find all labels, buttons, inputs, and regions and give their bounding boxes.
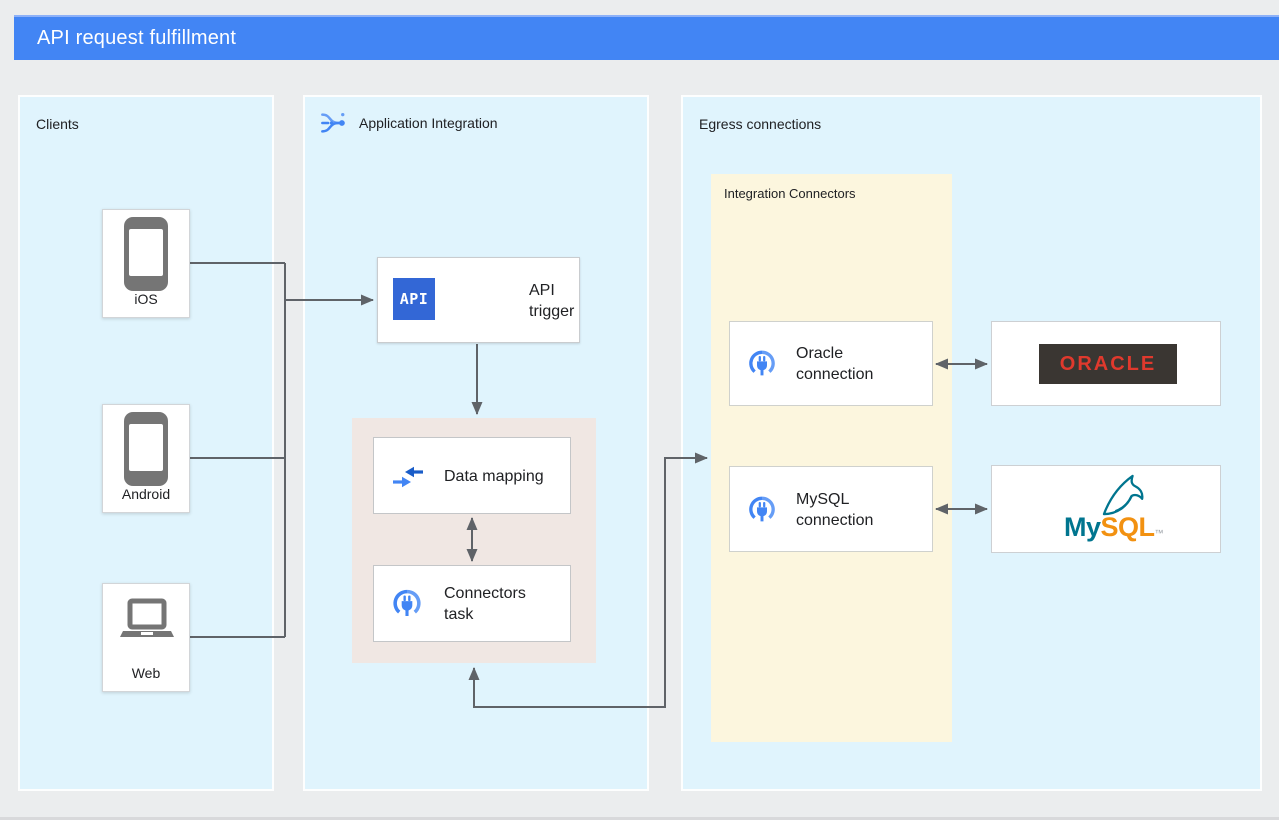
- api-trigger-label: API trigger: [529, 282, 575, 320]
- data-mapping-icon: [391, 465, 425, 489]
- connectors-icon: [390, 587, 424, 621]
- api-trigger-node: API API trigger: [377, 257, 580, 343]
- oracle-logo: ORACLE: [1039, 344, 1177, 384]
- clients-panel-label: Clients: [36, 116, 79, 132]
- integration-connectors-zone-label: Integration Connectors: [724, 186, 856, 201]
- oracle-logo-text: ORACLE: [1059, 352, 1157, 375]
- application-integration-panel-label: Application Integration: [359, 115, 498, 131]
- data-mapping-label: Data mapping: [444, 468, 544, 485]
- mysql-connection-label: MySQL connection: [796, 491, 874, 529]
- connectors-task-node: Connectors task: [373, 565, 571, 642]
- client-card-web: Web: [102, 583, 190, 692]
- egress-connections-panel-label: Egress connections: [699, 116, 822, 132]
- mysql-dolphin-icon: [1099, 474, 1149, 516]
- client-label-ios: iOS: [134, 291, 158, 307]
- mysql-logo-text: MySQL™: [1064, 512, 1164, 542]
- smartphone-icon: [124, 217, 168, 291]
- client-card-ios: iOS: [102, 209, 190, 318]
- client-label-web: Web: [131, 665, 161, 681]
- smartphone-icon: [124, 412, 168, 486]
- client-label-android: Android: [121, 486, 171, 502]
- laptop-icon: [119, 598, 175, 640]
- window-bottom-edge: [0, 817, 1279, 820]
- connectors-icon: [746, 494, 778, 526]
- connectors-task-label: Connectors task: [444, 585, 526, 623]
- oracle-endpoint-node: ORACLE: [991, 321, 1221, 406]
- oracle-connection-label: Oracle connection: [796, 345, 874, 383]
- diagram-title-bar: API request fulfillment: [14, 15, 1279, 60]
- data-mapping-node: Data mapping: [373, 437, 571, 514]
- mysql-connection-node: MySQL connection: [729, 466, 933, 552]
- mysql-logo: MySQL™: [992, 466, 1220, 552]
- mysql-endpoint-node: MySQL™: [991, 465, 1221, 553]
- diagram-title: API request fulfillment: [37, 27, 237, 49]
- oracle-connection-node: Oracle connection: [729, 321, 933, 406]
- client-card-android: Android: [102, 404, 190, 513]
- api-badge-icon: API: [393, 278, 435, 320]
- integration-connectors-zone: Integration Connectors: [711, 174, 952, 742]
- application-integration-icon: [319, 108, 349, 138]
- connectors-icon: [746, 348, 778, 380]
